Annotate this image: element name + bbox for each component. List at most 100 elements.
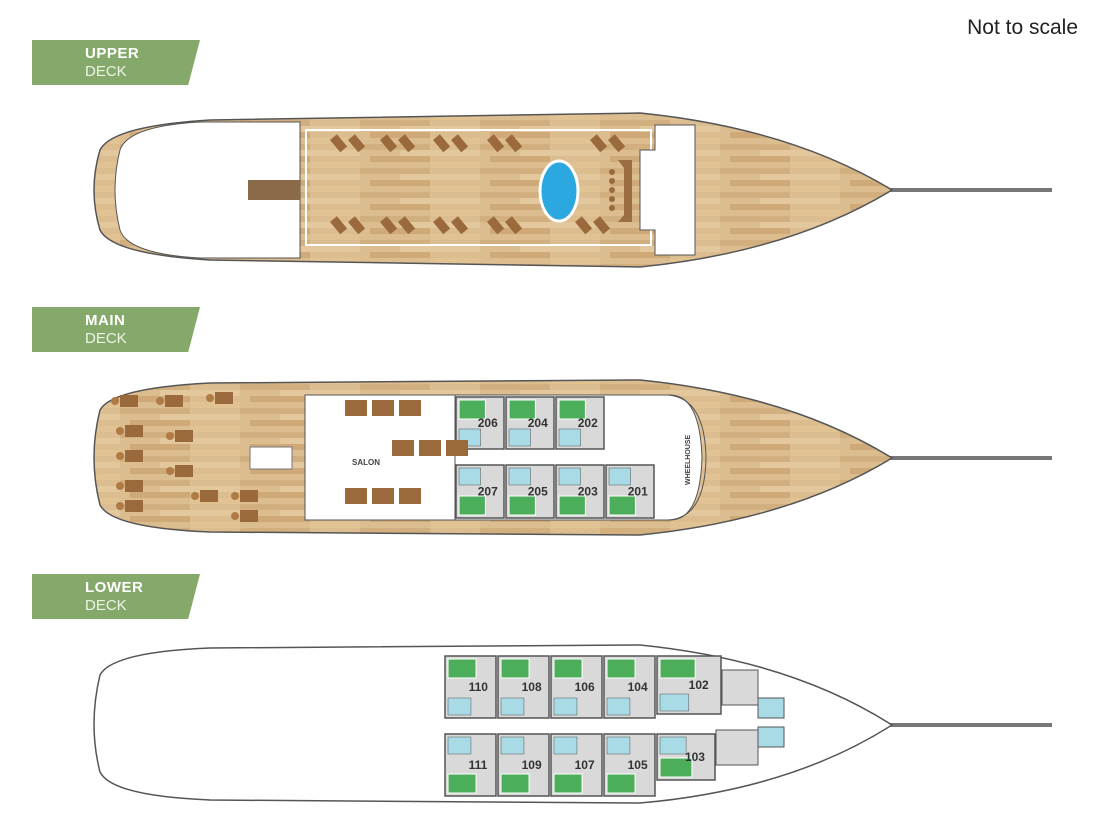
cabin-number: 110 (469, 680, 489, 694)
cabin-110[interactable]: 110 (444, 655, 497, 719)
cabin-104[interactable]: 104 (603, 655, 656, 719)
cabin-number: 109 (522, 758, 542, 772)
cabin-number: 201 (628, 485, 648, 499)
bridge-structure (639, 124, 696, 256)
bed (659, 757, 693, 778)
chair (191, 492, 199, 500)
salon-table (399, 400, 421, 416)
bed (458, 399, 486, 420)
bathroom (558, 428, 581, 447)
salon-table (446, 440, 468, 456)
cabin-number: 104 (628, 680, 648, 694)
sun-lounger (398, 134, 416, 153)
table (240, 490, 258, 502)
cabin-102[interactable]: 102 (656, 655, 722, 715)
wheelhouse-label: WHEELHOUSE (685, 435, 692, 486)
sun-lounger (380, 134, 398, 153)
cabin-202[interactable]: 202 (555, 396, 605, 450)
bathroom (508, 428, 531, 447)
bed (447, 658, 477, 679)
cabin-108[interactable]: 108 (497, 655, 550, 719)
not-to-scale-note: Not to scale (967, 16, 1078, 39)
bed (553, 773, 583, 794)
bathroom (659, 736, 687, 755)
table (200, 490, 218, 502)
chair (166, 467, 174, 475)
chair (231, 492, 239, 500)
bed (608, 495, 636, 516)
sun-lounger (398, 216, 416, 235)
cabin-number: 111 (469, 758, 488, 772)
bar-stool (609, 187, 615, 193)
table (125, 500, 143, 512)
cabin-number: 204 (528, 416, 548, 430)
cabin-109[interactable]: 109 (497, 733, 550, 797)
sun-lounger (575, 216, 593, 235)
bed (447, 773, 477, 794)
cabin-107[interactable]: 107 (550, 733, 603, 797)
sun-lounger (451, 216, 469, 235)
stairs (249, 446, 293, 470)
cabin-number: 207 (478, 485, 498, 499)
bar-stool (609, 196, 615, 202)
bathroom (659, 693, 690, 712)
bar-stool (609, 205, 615, 211)
cabin-111[interactable]: 111 (444, 733, 497, 797)
cabin-number: 103 (685, 750, 705, 764)
deck-sub: DECK (85, 330, 127, 347)
sun-lounger (487, 134, 505, 153)
bed (606, 658, 636, 679)
cabin-207[interactable]: 207 (455, 464, 505, 519)
cabin-201[interactable]: 201 (605, 464, 655, 519)
bed (500, 773, 530, 794)
sun-lounger (590, 134, 608, 153)
cabin-204[interactable]: 204 (505, 396, 555, 450)
bathroom (606, 736, 631, 755)
bathroom (608, 467, 631, 486)
deck-name: UPPER (85, 45, 140, 62)
cabin-105[interactable]: 105 (603, 733, 656, 797)
deck-sub: DECK (85, 63, 127, 80)
deck-name: LOWER (85, 579, 144, 596)
cabin-203[interactable]: 203 (555, 464, 605, 519)
bar-stool (609, 178, 615, 184)
bed (606, 773, 636, 794)
table (215, 392, 233, 404)
bathroom (553, 736, 578, 755)
bathroom (553, 697, 578, 716)
bed (553, 658, 583, 679)
bathroom (558, 467, 581, 486)
sun-lounger (380, 216, 398, 235)
cabin-205[interactable]: 205 (505, 464, 555, 519)
sun-lounger (433, 134, 451, 153)
cabin-number: 202 (578, 416, 598, 430)
sun-lounger (504, 134, 523, 153)
sun-lounger (505, 216, 523, 235)
table (125, 450, 143, 462)
sundeck-cover (114, 121, 301, 259)
salon-table (399, 488, 421, 504)
chair (116, 427, 124, 435)
bed (458, 495, 486, 516)
sun-lounger (348, 216, 366, 235)
chair (116, 452, 124, 460)
salon-table (372, 488, 394, 504)
cabin-number: 106 (575, 680, 595, 694)
table (125, 480, 143, 492)
bathroom (500, 697, 525, 716)
salon-label: SALON (352, 458, 380, 467)
chair (206, 394, 214, 402)
table (165, 395, 183, 407)
chair (116, 482, 124, 490)
cabin-103[interactable]: 103 (656, 733, 716, 781)
sun-lounger (608, 134, 626, 153)
bed (558, 495, 586, 516)
chair (116, 502, 124, 510)
cabin-106[interactable]: 106 (550, 655, 603, 719)
table (175, 430, 193, 442)
chair (156, 397, 164, 405)
salon-table (372, 400, 394, 416)
